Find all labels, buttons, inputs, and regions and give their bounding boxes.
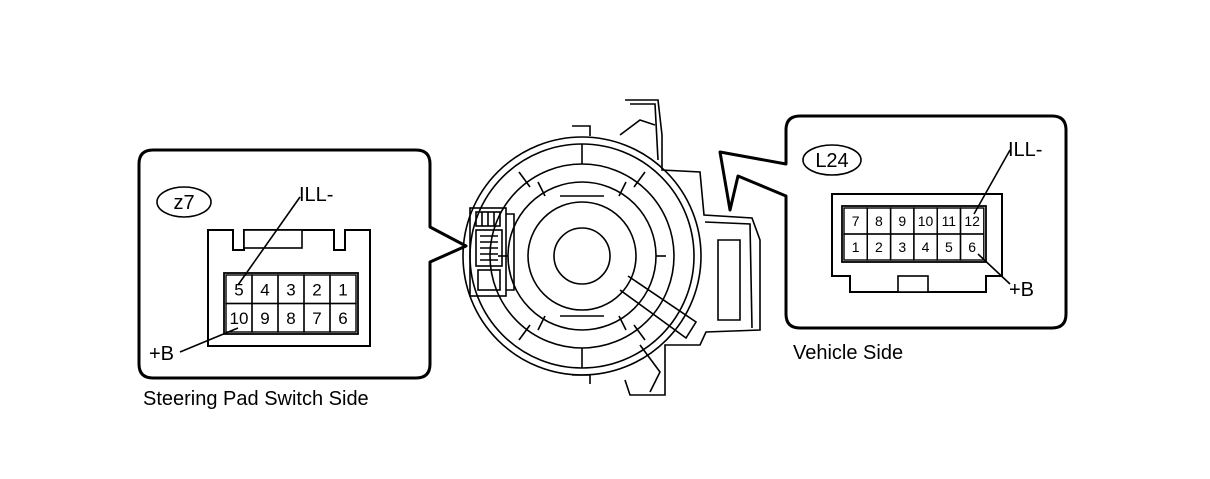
right-pin-number: 8 (875, 213, 883, 229)
left-pin-number: 6 (338, 309, 347, 328)
right-pin-number: 10 (918, 213, 934, 229)
right-connector-code: L24 (815, 150, 848, 172)
right-pin-number: 7 (852, 213, 860, 229)
right-pin-cell (959, 233, 985, 261)
right-pin-number: 9 (898, 213, 906, 229)
left-connector-code-ellipse (156, 186, 212, 218)
left-ill-label: ILL- (299, 184, 333, 206)
right-pin-number: 2 (875, 239, 883, 255)
left-pin-cell (329, 302, 357, 333)
left-pin-number: 3 (286, 280, 295, 299)
left-pin-number: 2 (312, 280, 321, 299)
right-connector-caption: Vehicle Side (793, 342, 904, 364)
left-b-label: +B (149, 343, 174, 365)
right-pin-number: 11 (942, 213, 957, 229)
left-pin-number: 5 (234, 280, 243, 299)
right-pin-number: 5 (945, 239, 953, 255)
right-connector-latch (897, 275, 929, 293)
left-pin-number: 7 (312, 309, 321, 328)
right-connector-code-ellipse (802, 144, 862, 176)
right-b-label: +B (1009, 279, 1034, 301)
left-pin-number: 8 (286, 309, 295, 328)
left-ill-leader (237, 196, 301, 286)
right-b-leader (977, 253, 1011, 285)
spiral-cable-illustration (462, 99, 761, 396)
left-connector-latch (243, 229, 303, 249)
right-pin-number: 4 (922, 239, 930, 255)
left-pin-number: 4 (260, 280, 269, 299)
left-pin-number: 1 (338, 280, 347, 299)
right-ill-leader (973, 149, 1011, 215)
right-connector-body (831, 193, 1003, 293)
left-pin-number: 9 (260, 309, 269, 328)
right-ill-label: ILL- (1008, 139, 1042, 161)
right-pin-number: 3 (898, 239, 906, 255)
left-pin-number: 10 (230, 309, 249, 328)
right-pin-number: 1 (852, 239, 860, 255)
right-pin-number: 12 (964, 213, 980, 229)
left-b-leader (179, 327, 239, 353)
right-pin-number: 6 (968, 239, 976, 255)
left-connector-code: z7 (173, 192, 194, 214)
left-connector-caption: Steering Pad Switch Side (143, 388, 369, 410)
